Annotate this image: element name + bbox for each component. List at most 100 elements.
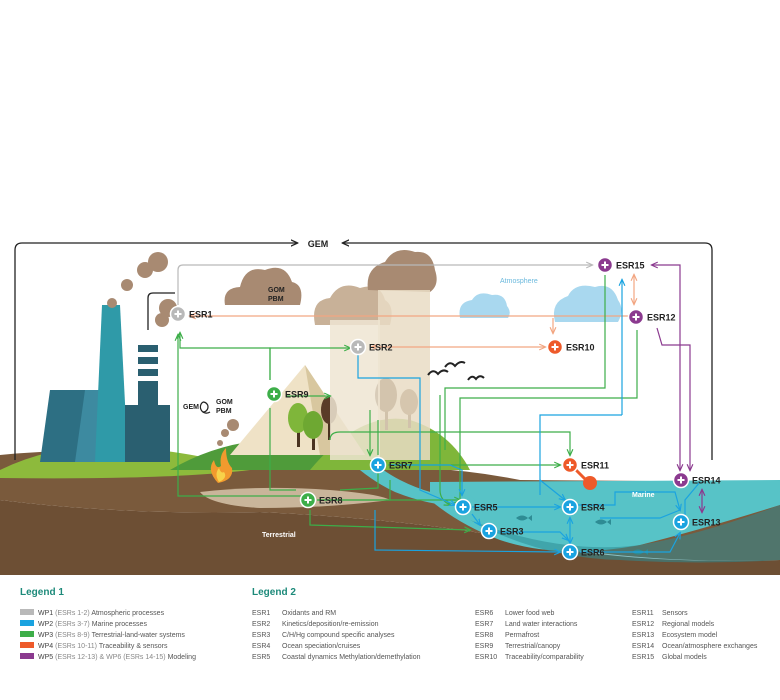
node-label: ESR2 — [369, 343, 393, 353]
node-esr8: ESR8 — [299, 491, 343, 509]
legend-code: ESR12 — [632, 621, 655, 628]
birds — [427, 361, 485, 381]
node-esr7: ESR7 — [369, 456, 413, 474]
legend-desc: Ocean/atmosphere exchanges — [662, 643, 758, 650]
node-esr9: ESR9 — [265, 385, 309, 403]
legend-code: ESR15 — [632, 654, 655, 661]
legend-code: ESR3 — [252, 632, 271, 639]
gem-top-label: GEM — [308, 239, 329, 249]
legend-2-item: ESR6 Lower food web — [475, 609, 554, 619]
legend-range: (ESRs 10-11) — [55, 643, 98, 650]
node-esr1: ESR1 — [169, 305, 213, 323]
legend-code: ESR4 — [252, 643, 271, 650]
legend-desc: C/H/Hg compound specific analyses — [282, 632, 395, 639]
legend-desc: Terrestrial-land-water systems — [91, 632, 185, 639]
gom-label: GOM — [268, 287, 285, 294]
legend-wp: WP2 — [38, 621, 54, 628]
wp2-arrows — [357, 280, 701, 552]
legend-code: ESR2 — [252, 621, 271, 628]
legend-code: ESR14 — [632, 643, 655, 650]
legend-code: ESR9 — [475, 643, 494, 650]
legend-desc: Marine processes — [91, 621, 147, 628]
legend-range: (ESRs 3-7) — [55, 621, 90, 628]
legend-swatch — [20, 653, 34, 660]
legend-swatch — [20, 642, 34, 649]
cycle-gom-label: GOM — [216, 399, 233, 406]
wp3-arrows — [178, 275, 638, 530]
plus-icon — [485, 527, 493, 535]
legend-2-item: ESR3 C/H/Hg compound specific analyses — [252, 631, 394, 641]
cycle-icon — [199, 401, 211, 414]
node-esr10: ESR10 — [546, 338, 595, 356]
plus-icon — [459, 503, 467, 511]
node-esr11: ESR11 — [561, 456, 609, 474]
power-plant — [40, 305, 170, 462]
node-esr2: ESR2 — [349, 338, 393, 356]
dark-cloud — [224, 267, 302, 305]
legend-range: (ESRs 1-2) — [55, 610, 90, 617]
legend-code: ESR8 — [475, 632, 494, 639]
soil-layer — [0, 470, 780, 575]
legend-wp: WP3 — [38, 632, 54, 639]
sensor-buoy — [574, 468, 597, 490]
deep-sea — [470, 505, 780, 563]
legend-desc: Kinetics/deposition/re-emission — [282, 621, 379, 628]
node-label: ESR12 — [647, 313, 676, 323]
legend-desc: Traceability & sensors — [98, 643, 168, 650]
plus-icon — [174, 310, 182, 318]
legend-desc: Ocean speciation/cruises — [282, 643, 361, 650]
legend-desc: Ecosystem model — [662, 632, 718, 639]
node-label: ESR6 — [581, 548, 605, 558]
legend-code: ESR6 — [475, 610, 494, 617]
node-label: ESR4 — [581, 503, 605, 513]
legend-code: ESR11 — [632, 610, 654, 617]
node-esr12: ESR12 — [627, 308, 676, 326]
node-label: ESR7 — [389, 461, 413, 471]
legend-desc: Lower food web — [505, 610, 555, 617]
atmosphere-cloud-small — [459, 293, 510, 318]
legend-desc: Permafrost — [505, 632, 540, 639]
plus-icon — [374, 461, 382, 469]
legend-2-title: Legend 2 — [252, 587, 296, 598]
marine-label: Marine — [632, 492, 655, 499]
node-label: ESR10 — [566, 343, 595, 353]
legend-code: ESR13 — [632, 632, 655, 639]
node-esr4: ESR4 — [561, 498, 605, 516]
legend-desc: Regional models — [662, 621, 715, 628]
legend-desc: Atmospheric processes — [91, 610, 165, 617]
legend-1-item: WP1 (ESRs 1-2) Atmospheric processes — [20, 609, 164, 619]
plus-icon — [632, 313, 640, 321]
legend-wp: WP1 — [38, 610, 54, 617]
hg-cycle-diagram: GEM GOM PBM GEM GOM PBM Atmosphere Marin… — [0, 239, 780, 575]
plus-icon — [566, 503, 574, 511]
legend-2-item: ESR4 Ocean speciation/cruises — [252, 642, 360, 652]
legend-wp: WP5 — [38, 654, 54, 661]
legend-2-item: ESR7 Land water interactions — [475, 620, 577, 630]
legend-desc: Coastal dynamics Methylation/demethylati… — [282, 654, 421, 661]
legend-2-item: ESR2 Kinetics/deposition/re-emission — [252, 620, 379, 630]
cycle-gem-label: GEM — [183, 404, 199, 411]
node-label: ESR11 — [581, 461, 609, 471]
legend-range: (ESRs 8-9) — [55, 632, 90, 639]
node-label: ESR8 — [319, 496, 343, 506]
legend-1-item: WP4 (ESRs 10-11) Traceability & sensors — [20, 642, 167, 652]
gem-loop-arrows — [14, 243, 713, 460]
legend-1-item: WP5 (ESRs 12-13) & WP6 (ESRs 14-15) Mode… — [20, 653, 196, 663]
legend-swatch — [20, 620, 34, 627]
plus-icon — [270, 390, 278, 398]
node-label: ESR5 — [474, 503, 498, 513]
legend-wp: WP4 — [38, 643, 54, 650]
legend-desc: Land water interactions — [505, 621, 578, 628]
node-esr3: ESR3 — [480, 522, 524, 540]
legend-1-item: WP3 (ESRs 8-9) Terrestrial-land-water sy… — [20, 631, 185, 641]
legend-code: ESR7 — [475, 621, 494, 628]
node-label: ESR1 — [189, 310, 213, 320]
legend-code: ESR1 — [252, 610, 271, 617]
permafrost-pit — [200, 487, 390, 508]
plus-icon — [566, 461, 574, 469]
node-label: ESR9 — [285, 390, 309, 400]
legend-1-title: Legend 1 — [20, 587, 64, 598]
